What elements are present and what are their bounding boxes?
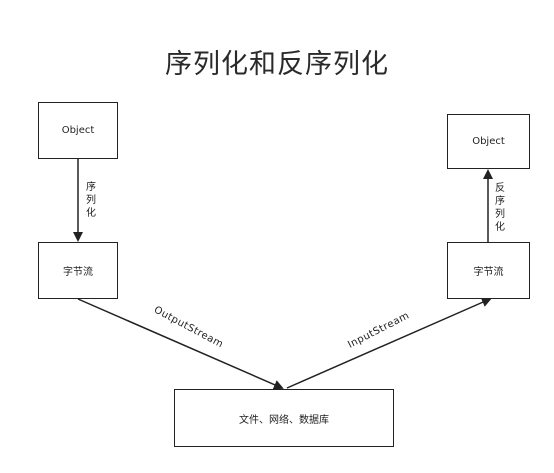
serialize-label: 序列化: [86, 182, 96, 219]
storage-node: 文件、网络、数据库: [174, 389, 394, 447]
arrow-output-stream: [77, 298, 284, 390]
byte-stream-node-right: 字节流: [447, 242, 530, 299]
byte-stream-node-left-label: 字节流: [63, 267, 93, 278]
diagram-title: 序列化和反序列化: [165, 49, 389, 80]
object-node-left-label: Object: [61, 125, 95, 136]
object-node-left: Object: [38, 102, 118, 159]
byte-stream-node-right-label: 字节流: [473, 267, 504, 278]
byte-stream-node-left: 字节流: [38, 242, 118, 299]
object-node-right: Object: [447, 114, 530, 169]
object-node-right-label: Object: [472, 136, 505, 147]
arrow-input-stream: [286, 297, 492, 389]
storage-node-label: 文件、网络、数据库: [239, 414, 329, 426]
deserialize-label: 反序列化: [495, 183, 505, 233]
